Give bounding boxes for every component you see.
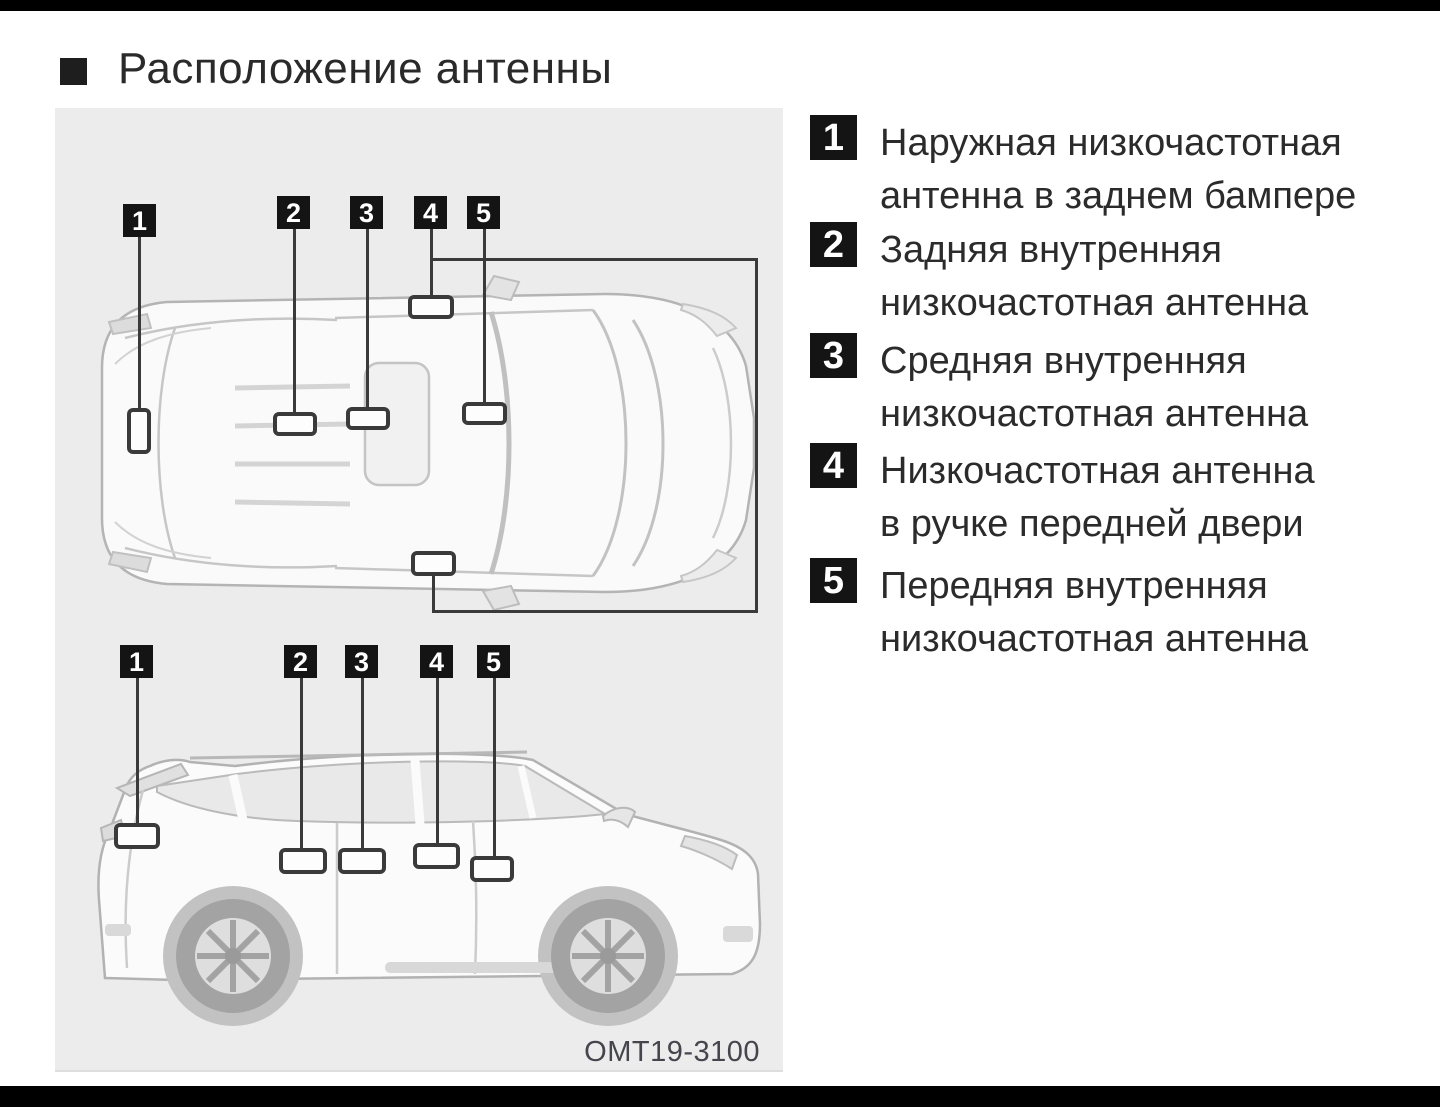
antenna-marker-side-rear-bumper bbox=[114, 823, 160, 849]
legend-badge-4: 4 bbox=[810, 443, 857, 488]
legend-text-5-line1: Передняя внутренняя bbox=[880, 565, 1268, 607]
antenna-marker-side-front-interior bbox=[470, 856, 514, 882]
rear-wheel bbox=[176, 899, 290, 1013]
legend-text-2-line1: Задняя внутренняя bbox=[880, 229, 1222, 271]
legend-text-1-line2: антенна в заднем бампере bbox=[880, 175, 1357, 217]
side-view-label-1: 1 bbox=[120, 645, 153, 678]
figure-code: OMT19-3100 bbox=[584, 1036, 760, 1068]
leader-side-3 bbox=[361, 678, 364, 848]
car-mirror-right bbox=[481, 584, 521, 612]
top-black-bar bbox=[0, 0, 1440, 11]
antenna-marker-door-handle-left bbox=[408, 295, 454, 319]
top-view-label-4: 4 bbox=[414, 196, 447, 229]
bracket-line-bottom bbox=[433, 610, 758, 613]
car-top-view-illustration bbox=[100, 274, 756, 612]
leader-top-1 bbox=[138, 237, 141, 408]
page-title: Расположение антенны bbox=[118, 44, 613, 93]
side-view-label-4: 4 bbox=[420, 645, 453, 678]
legend-badge-5: 5 bbox=[810, 558, 857, 603]
legend-badge-1: 1 bbox=[810, 115, 857, 160]
headlight bbox=[679, 834, 739, 871]
legend-text-1-line1: Наружная низкочастотная bbox=[880, 122, 1342, 164]
car-spoiler bbox=[114, 762, 190, 798]
legend-text-3: Средняя внутренняя низкочастотная антенн… bbox=[880, 335, 1440, 441]
antenna-marker-side-middle-interior bbox=[338, 848, 386, 874]
legend-text-5: Передняя внутренняя низкочастотная антен… bbox=[880, 560, 1440, 666]
antenna-marker-rear-interior bbox=[273, 412, 317, 436]
legend-text-1: Наружная низкочастотная антенна в заднем… bbox=[880, 117, 1440, 223]
leader-side-5 bbox=[493, 678, 496, 856]
side-view-label-3: 3 bbox=[345, 645, 378, 678]
car-mirror-left bbox=[481, 274, 521, 302]
top-view-label-3: 3 bbox=[350, 196, 383, 229]
side-view-label-5: 5 bbox=[477, 645, 510, 678]
leader-side-2 bbox=[300, 678, 303, 848]
leader-top-5 bbox=[483, 229, 486, 402]
antenna-marker-rear-bumper bbox=[127, 408, 151, 454]
antenna-marker-door-handle-right bbox=[411, 551, 456, 576]
legend-text-4-line1: Низкочастотная антенна bbox=[880, 450, 1315, 492]
antenna-marker-side-rear-interior bbox=[279, 848, 327, 874]
section-bullet-icon bbox=[60, 58, 87, 85]
antenna-marker-front-interior bbox=[462, 402, 507, 425]
car-mirror bbox=[601, 806, 637, 829]
leader-top-3 bbox=[366, 229, 369, 407]
bracket-line-stub bbox=[432, 576, 435, 613]
bracket-line-right bbox=[755, 258, 758, 613]
legend-text-2-line2: низкочастотная антенна bbox=[880, 282, 1309, 324]
bottom-black-bar bbox=[0, 1086, 1440, 1107]
antenna-marker-middle-interior bbox=[346, 407, 390, 430]
antenna-marker-side-door-handle bbox=[413, 843, 460, 869]
legend-text-3-line1: Средняя внутренняя bbox=[880, 340, 1247, 382]
car-side-view-illustration bbox=[97, 750, 762, 1026]
legend-text-2: Задняя внутренняя низкочастотная антенна bbox=[880, 224, 1440, 330]
side-view-label-2: 2 bbox=[284, 645, 317, 678]
legend-text-5-line2: низкочастотная антенна bbox=[880, 618, 1309, 660]
leader-side-4 bbox=[436, 678, 439, 843]
antenna-location-figure: 1 2 3 4 5 1 2 3 4 5 OMT19-3100 bbox=[55, 108, 783, 1072]
front-wheel bbox=[551, 899, 665, 1013]
top-view-label-1: 1 bbox=[123, 204, 156, 237]
legend-badge-2: 2 bbox=[810, 222, 857, 267]
legend-text-4: Низкочастотная антенна в ручке передней … bbox=[880, 445, 1440, 551]
legend-text-3-line2: низкочастотная антенна bbox=[880, 393, 1309, 435]
leader-side-1 bbox=[136, 678, 139, 823]
legend-text-4-line2: в ручке передней двери bbox=[880, 503, 1304, 545]
bracket-line-top bbox=[433, 258, 758, 261]
leader-top-2 bbox=[293, 229, 296, 412]
top-view-label-2: 2 bbox=[277, 196, 310, 229]
leader-top-4 bbox=[430, 229, 433, 295]
legend-badge-3: 3 bbox=[810, 333, 857, 378]
top-view-label-5: 5 bbox=[467, 196, 500, 229]
